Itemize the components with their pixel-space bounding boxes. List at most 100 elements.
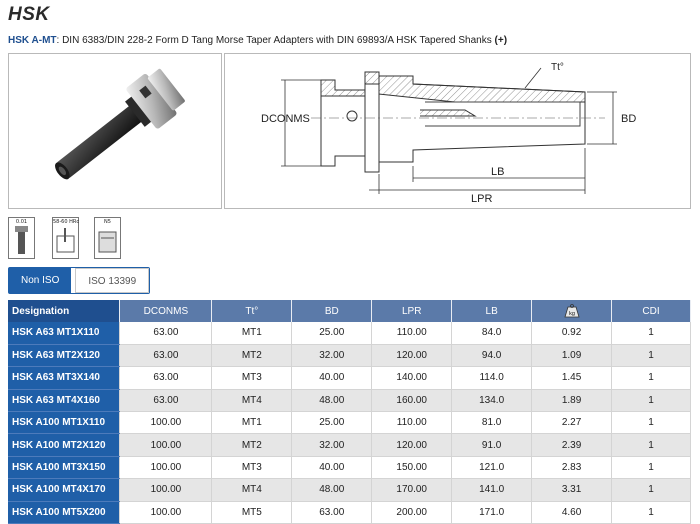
series-code: HSK A-MT (8, 35, 57, 46)
brand-logo: HSK (8, 4, 50, 25)
cell-dconms: 63.00 (119, 322, 213, 345)
cell-tt: MT3 (211, 366, 293, 390)
cell-lpr: 110.00 (371, 322, 453, 345)
cell-designation[interactable]: HSK A100 MT4X170 (8, 478, 121, 502)
cell-dconms: 63.00 (119, 389, 213, 413)
cell-cdi: 1 (611, 501, 691, 524)
cell-lb: 141.0 (451, 478, 533, 502)
cell-bd: 25.00 (291, 411, 373, 435)
lb-label: LB (491, 166, 504, 178)
table-header: Designation DCONMS Tt° BD LPR LB kg CDI (8, 300, 691, 322)
cell-bd: 40.00 (291, 456, 373, 480)
series-description: : DIN 6383/DIN 228-2 Form D Tang Morse T… (56, 35, 492, 46)
tool-holder-photo-icon (55, 68, 185, 180)
col-designation[interactable]: Designation (8, 300, 121, 322)
cell-dconms: 100.00 (119, 478, 213, 502)
cell-weight: 0.92 (531, 322, 613, 345)
cell-lb: 94.0 (451, 344, 533, 368)
cell-lpr: 170.00 (371, 478, 453, 502)
cell-lb: 171.0 (451, 501, 533, 524)
tab-non-iso[interactable]: Non ISO (9, 268, 72, 293)
weight-kg-icon: kg (564, 304, 580, 318)
product-photo (8, 53, 222, 209)
cell-tt: MT3 (211, 456, 293, 480)
hardness-icon (56, 228, 75, 253)
cell-bd: 48.00 (291, 389, 373, 413)
cell-designation[interactable]: HSK A100 MT1X110 (8, 411, 121, 435)
lpr-label: LPR (471, 193, 492, 205)
cell-tt: MT1 (211, 411, 293, 435)
cell-bd: 40.00 (291, 366, 373, 390)
col-tt[interactable]: Tt° (211, 300, 293, 322)
technical-drawing: DCONMS Tt° BD LB LPR (224, 53, 691, 209)
cell-bd: 32.00 (291, 344, 373, 368)
cell-bd: 48.00 (291, 478, 373, 502)
dconms-label: DCONMS (261, 113, 310, 125)
cell-tt: MT5 (211, 501, 293, 524)
cell-lb: 114.0 (451, 366, 533, 390)
cell-weight: 2.83 (531, 456, 613, 480)
product-subtitle: HSK A-MT: DIN 6383/DIN 228-2 Form D Tang… (8, 35, 507, 46)
cell-designation[interactable]: HSK A63 MT2X120 (8, 344, 121, 368)
cell-lpr: 150.00 (371, 456, 453, 480)
cell-lpr: 110.00 (371, 411, 453, 435)
cell-lpr: 120.00 (371, 433, 453, 457)
cell-cdi: 1 (611, 433, 691, 457)
cell-tt: MT4 (211, 389, 293, 413)
col-dconms[interactable]: DCONMS (119, 300, 213, 322)
col-weight[interactable]: kg (531, 300, 613, 322)
tab-iso-13399[interactable]: ISO 13399 (75, 268, 150, 293)
cell-designation[interactable]: HSK A63 MT1X110 (8, 322, 121, 345)
cell-bd: 32.00 (291, 433, 373, 457)
adapter-drawing: DCONMS Tt° BD LB LPR (261, 62, 636, 205)
cell-lb: 91.0 (451, 433, 533, 457)
cell-designation[interactable]: HSK A100 MT5X200 (8, 501, 121, 524)
weight-kg-label: kg (569, 311, 575, 317)
cell-designation[interactable]: HSK A63 MT4X160 (8, 389, 121, 413)
cell-dconms: 100.00 (119, 411, 213, 435)
product-table: Designation DCONMS Tt° BD LPR LB kg CDI … (8, 300, 691, 524)
cell-weight: 2.39 (531, 433, 613, 457)
bd-label: BD (621, 113, 636, 125)
cell-cdi: 1 (611, 411, 691, 435)
cell-bd: 25.00 (291, 322, 373, 345)
cell-lb: 121.0 (451, 456, 533, 480)
runout-icon (15, 226, 28, 254)
expand-button[interactable]: (+) (494, 35, 508, 46)
cell-lb: 81.0 (451, 411, 533, 435)
cell-tt: MT4 (211, 478, 293, 502)
cell-dconms: 100.00 (119, 501, 213, 524)
cell-cdi: 1 (611, 344, 691, 368)
cell-lb: 84.0 (451, 322, 533, 345)
cell-tt: MT2 (211, 344, 293, 368)
cell-designation[interactable]: HSK A100 MT3X150 (8, 456, 121, 480)
cell-weight: 2.27 (531, 411, 613, 435)
cell-designation[interactable]: HSK A100 MT2X120 (8, 433, 121, 457)
col-cdi[interactable]: CDI (611, 300, 691, 322)
cell-designation[interactable]: HSK A63 MT3X140 (8, 366, 121, 390)
hardness-pictogram: 58-60 HRc (52, 217, 79, 259)
cell-weight: 1.89 (531, 389, 613, 413)
cell-weight: 4.60 (531, 501, 613, 524)
cell-lpr: 160.00 (371, 389, 453, 413)
cell-lpr: 120.00 (371, 344, 453, 368)
col-lpr[interactable]: LPR (371, 300, 453, 322)
cell-lpr: 200.00 (371, 501, 453, 524)
cell-cdi: 1 (611, 322, 691, 345)
finish-icon (98, 231, 117, 253)
col-lb[interactable]: LB (451, 300, 533, 322)
runout-pictogram: 0.01 (8, 217, 35, 259)
col-bd[interactable]: BD (291, 300, 373, 322)
finish-pictogram: N5 (94, 217, 121, 259)
tt-label: Tt° (551, 62, 564, 73)
